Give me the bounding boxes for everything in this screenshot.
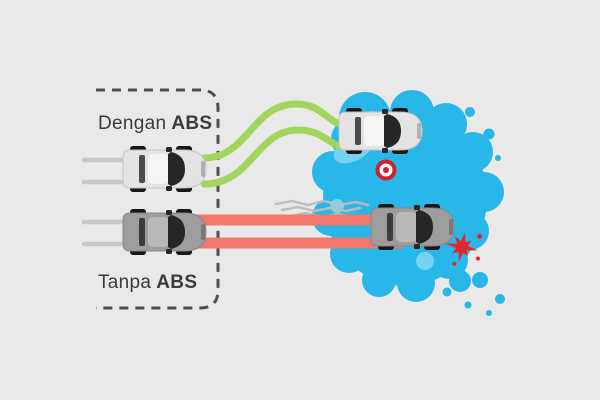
car-without-abs-start bbox=[122, 208, 207, 256]
abs-swerve-tracks bbox=[200, 100, 352, 188]
crash-icon bbox=[445, 232, 483, 266]
obstacle-marker-icon bbox=[375, 159, 397, 181]
car-with-abs-after bbox=[338, 107, 423, 155]
label-dengan-abs-bold: ABS bbox=[171, 113, 213, 134]
label-tanpa-text: Tanpa bbox=[98, 272, 152, 293]
no-abs-skid-tracks bbox=[192, 214, 406, 249]
label-tanpa-abs-bold: ABS bbox=[156, 272, 198, 293]
water-droplets-top bbox=[465, 107, 501, 161]
road-lines bbox=[81, 157, 131, 247]
abs-track-upper bbox=[200, 100, 352, 162]
car-with-abs-start bbox=[122, 145, 207, 193]
water-droplets-bottom bbox=[442, 272, 505, 316]
car-without-abs-crashed bbox=[370, 203, 455, 251]
label-dengan-text: Dengan bbox=[98, 113, 167, 134]
abs-zone-dashed-border bbox=[96, 88, 220, 310]
abs-track-lower bbox=[200, 126, 352, 188]
